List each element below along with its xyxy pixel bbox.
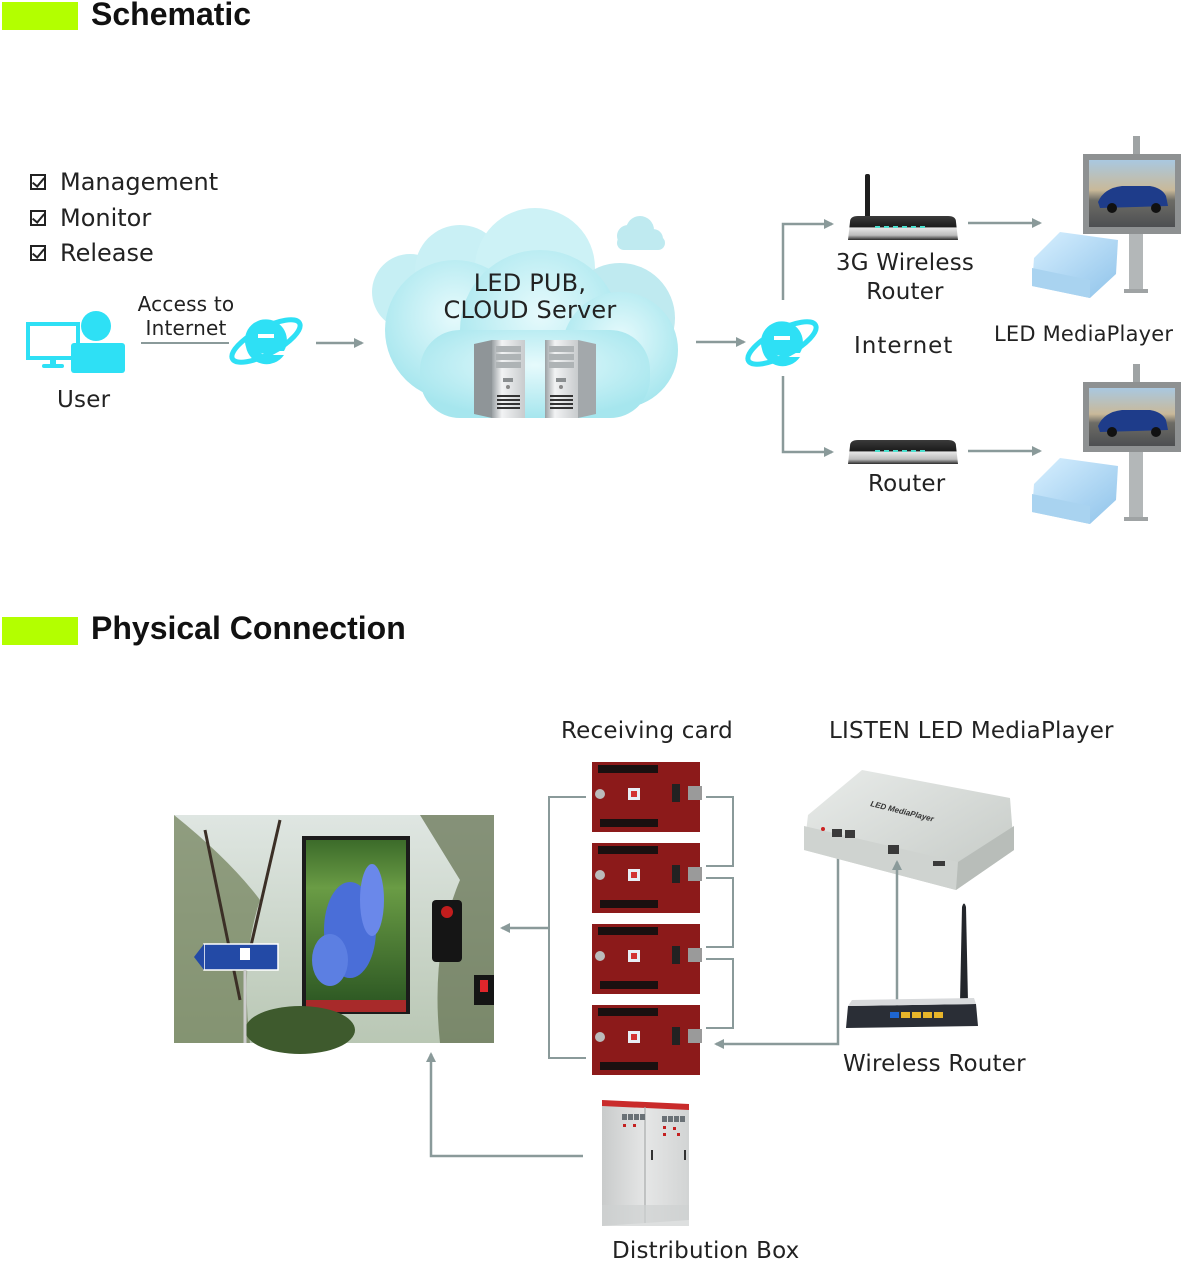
distribution-box-label: Distribution Box: [612, 1238, 800, 1264]
wireless-router-icon: [848, 174, 958, 240]
led-billboard-icon: [1083, 364, 1181, 521]
feature-management: Management: [30, 168, 218, 196]
access-label-line1: Access to: [137, 292, 235, 316]
arrow-power-to-display: [426, 1052, 583, 1158]
distribution-box-icon: [602, 1100, 689, 1226]
receiving-card: [592, 843, 702, 913]
outdoor-led-display-photo: [174, 815, 494, 1054]
router3g-label-line1: 3G Wireless: [835, 250, 975, 276]
wireless-router-physical-icon: [846, 903, 978, 1028]
user-computer-icon: [26, 311, 125, 373]
server-icon: [474, 340, 525, 418]
router-label: Router: [868, 471, 946, 497]
router-icon: [848, 440, 958, 464]
led-mediaplayer-device-icon: [1032, 232, 1118, 298]
feature-label: Management: [60, 168, 219, 196]
receiving-card: [592, 924, 702, 994]
led-billboard-icon: [1083, 136, 1181, 293]
arrow-to-3g-router: [781, 219, 834, 300]
section-title-physical: Physical Connection: [91, 610, 406, 646]
access-label-line2: Internet: [145, 316, 227, 340]
3g-router-label: 3G Wireless Router: [815, 249, 995, 307]
internet-label: Internet: [854, 333, 954, 359]
receiving-card: [592, 1005, 702, 1075]
router3g-label-line2: Router: [866, 279, 944, 305]
access-internet-label: Access to Internet: [126, 292, 246, 340]
cloud-label-line2: CLOUD Server: [443, 296, 617, 324]
led-mediaplayer-label: LED MediaPlayer: [994, 322, 1174, 346]
checkbox-checked-icon: [30, 245, 46, 261]
cloud-server-label: LED PUB, CLOUD Server: [420, 270, 640, 324]
internet-explorer-icon: [745, 319, 819, 367]
receiving-card-label: Receiving card: [561, 718, 733, 744]
feature-monitor: Monitor: [30, 204, 151, 232]
arrow-mediaplayer-to-card: [714, 852, 840, 1049]
daisy-chain-cable: [706, 958, 734, 1029]
section-accent-bar: [2, 2, 78, 30]
daisy-chain-cable: [706, 796, 734, 867]
wireless-router-label: Wireless Router: [843, 1051, 1026, 1077]
listen-mediaplayer-label: LISTEN LED MediaPlayer: [829, 718, 1114, 744]
user-label: User: [57, 387, 111, 413]
checkbox-checked-icon: [30, 210, 46, 226]
receiving-card-stack: [592, 762, 702, 1075]
server-icon: [545, 340, 596, 418]
daisy-chain-cable: [706, 877, 734, 948]
section-accent-bar: [2, 617, 78, 645]
checkbox-checked-icon: [30, 174, 46, 190]
cloud-label-line1: LED PUB,: [473, 269, 587, 297]
feature-label: Release: [60, 239, 154, 267]
internet-explorer-icon: [229, 317, 303, 365]
led-mediaplayer-device-icon: [1032, 458, 1118, 524]
feature-label: Monitor: [60, 204, 152, 232]
section-title-schematic: Schematic: [91, 0, 252, 32]
arrow-to-router: [781, 376, 834, 457]
listen-led-mediaplayer-device: LED MediaPlayer: [804, 770, 1014, 890]
feature-release: Release: [30, 239, 154, 267]
card-bus-line: [548, 796, 586, 1059]
receiving-card: [592, 762, 702, 832]
